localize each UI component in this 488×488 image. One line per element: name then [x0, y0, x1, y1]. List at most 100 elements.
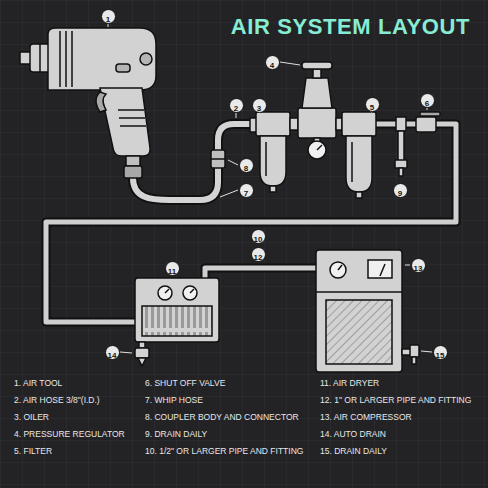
- parts-list-row: 6. SHUT OFF VALVE: [145, 372, 225, 390]
- auto-drain: [135, 342, 149, 366]
- oiler-part: [256, 112, 290, 136]
- pressure-regulator-part: [308, 141, 326, 159]
- air-dryer-part: [165, 289, 169, 293]
- coupler-body-part: [211, 150, 225, 168]
- air-tool-part: [140, 53, 152, 65]
- air-tool-part: [124, 166, 142, 178]
- air-tool-part: [39, 44, 41, 72]
- callout-number: 9: [398, 189, 402, 198]
- air-hose-part: [133, 124, 256, 200]
- leader-line-part: [108, 24, 109, 27]
- air-tool-part: [59, 31, 61, 87]
- parts-list-row: 7. WHIP HOSE: [145, 389, 203, 407]
- parts-list-item: 10. 1/2" OR LARGER PIPE AND FITTING: [145, 446, 303, 456]
- callout-circle: 4: [265, 55, 280, 70]
- parts-list-item: 15. DRAIN DAILY: [320, 446, 387, 456]
- leader-line-part: [236, 113, 237, 118]
- pressure-regulator: [298, 62, 336, 159]
- leader-line-part: [120, 352, 132, 353]
- air-tool-part: [120, 125, 146, 127]
- air-dryer-part: [158, 286, 172, 300]
- shut-off-valve: [416, 112, 440, 132]
- callout-circle: 6: [420, 93, 435, 108]
- parts-list-item: 5. FILTER: [14, 446, 52, 456]
- air-dryer-part: [135, 278, 219, 342]
- callout-number: 3: [257, 104, 261, 113]
- callout-number: 6: [425, 99, 429, 108]
- callout-circle: 3: [252, 98, 267, 113]
- pressure-regulator-part: [313, 69, 321, 78]
- parts-list-item: 8. COUPLER BODY AND CONNECTOR: [145, 412, 299, 422]
- parts-list-row: 4. PRESSURE REGULATOR: [14, 423, 125, 441]
- callout-number: 7: [244, 189, 248, 198]
- parts-list-row: 14. AUTO DRAIN: [320, 423, 386, 441]
- callout-number: 4: [270, 61, 274, 70]
- leader-line-part: [405, 265, 410, 266]
- callout-circle: 11: [165, 261, 180, 276]
- air-dryer-part: [183, 286, 197, 300]
- callout-circle: 13: [411, 258, 426, 273]
- parts-list-item: 6. SHUT OFF VALVE: [145, 378, 225, 388]
- air-tool-part: [116, 64, 130, 72]
- compressor-drain-part: [412, 357, 416, 364]
- parts-list-item: 13. AIR COMPRESSOR: [320, 412, 412, 422]
- pipe-one-inch: [205, 268, 316, 278]
- pipe-half-inch-part: [46, 124, 456, 322]
- air-tool-part: [100, 88, 150, 156]
- leader-line-part: [280, 62, 300, 65]
- title-box: AIR SYSTEM LAYOUT: [231, 14, 470, 40]
- callout-circle: 9: [393, 183, 408, 198]
- callout-circle: 5: [365, 97, 380, 112]
- callout-circle: 15: [433, 345, 448, 360]
- drain-valve-part: [398, 131, 404, 161]
- parts-list-item: 2. AIR HOSE 3/8"(I.D.): [14, 395, 100, 405]
- air-compressor-part: [368, 260, 392, 278]
- air-tool-part: [30, 44, 50, 72]
- air-compressor: [316, 250, 402, 372]
- parts-list-item: 11. AIR DRYER: [320, 378, 379, 388]
- shut-off-valve-part: [420, 112, 440, 116]
- pipe-one-inch-part: [205, 268, 316, 278]
- pipe-half-inch: [46, 124, 456, 322]
- auto-drain-part: [135, 348, 149, 358]
- air-hose: [133, 124, 256, 200]
- air-dryer: [135, 278, 219, 342]
- compressor-drain: [402, 345, 419, 364]
- parts-list-item: 1. AIR TOOL: [14, 378, 62, 388]
- shut-off-valve-part: [416, 117, 436, 132]
- parts-list-item: 14. AUTO DRAIN: [320, 429, 386, 439]
- air-tool-part: [71, 31, 73, 87]
- air-compressor-part: [380, 264, 385, 276]
- filter-part: [356, 192, 362, 198]
- leader-line-part: [228, 160, 238, 165]
- filter-part: [342, 112, 376, 136]
- callout-number: 2: [234, 104, 238, 113]
- callout-circle: 8: [239, 158, 254, 173]
- diagram-title: AIR SYSTEM LAYOUT: [231, 14, 470, 39]
- callout-circle: 1: [101, 9, 116, 24]
- callout-number: 13: [414, 264, 423, 273]
- callout-circle: 7: [239, 183, 254, 198]
- air-dryer-part: [190, 289, 194, 293]
- pressure-regulator-part: [302, 78, 332, 108]
- coupler-body: [211, 150, 225, 168]
- callout-number: 10: [254, 235, 263, 244]
- leader-line-part: [421, 351, 432, 352]
- drain-valve: [395, 117, 407, 176]
- drain-valve-part: [396, 117, 406, 131]
- compressor-drain-part: [410, 345, 419, 357]
- air-tool-part: [119, 117, 145, 119]
- oiler-part: [270, 186, 276, 192]
- oiler-part: [260, 136, 286, 186]
- callout-circle: 10: [251, 229, 266, 244]
- filter-part: [351, 142, 353, 182]
- air-tool: [20, 28, 156, 178]
- air-compressor-part: [338, 265, 342, 270]
- parts-list-item: 7. WHIP HOSE: [145, 395, 203, 405]
- air-tool-part: [65, 31, 67, 87]
- air-compressor-part: [326, 300, 392, 364]
- leader-line-part: [427, 108, 428, 110]
- air-tool-part: [126, 156, 140, 166]
